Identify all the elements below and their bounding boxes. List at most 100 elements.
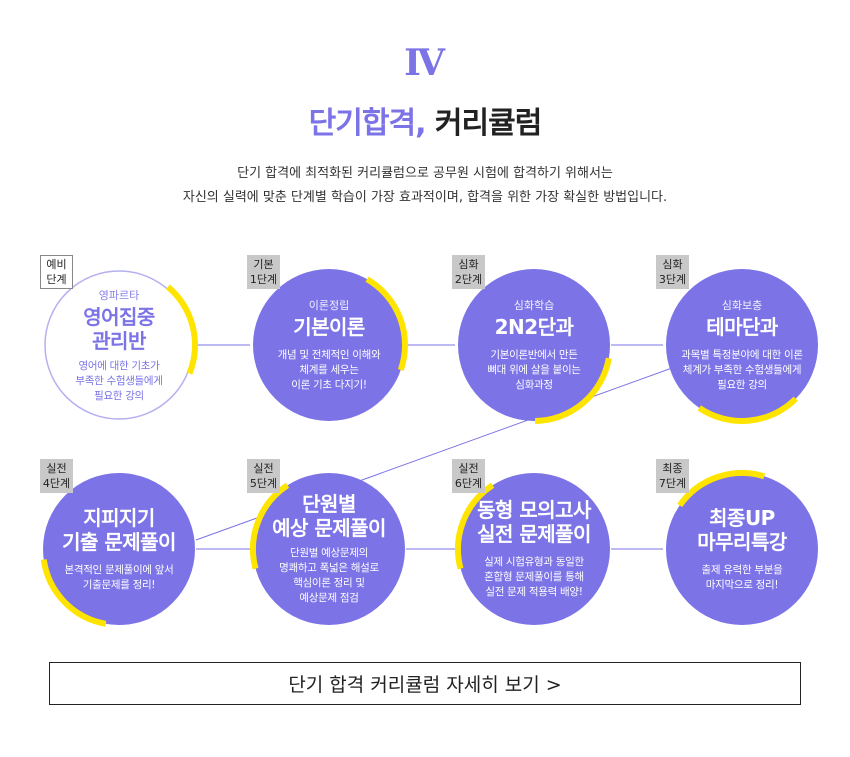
step-description-line: 체계를 세우는 [299,364,359,376]
step-description-line: 본격적인 문제풀이에 앞서 [64,563,174,576]
badge-line: 실전 [46,462,67,475]
ring-background [666,473,818,625]
step-description-line: 기출문제를 정리! [82,578,156,591]
badge-line: 실전 [253,462,274,475]
badge-line: 3단계 [658,273,687,286]
description-line: 단기 합격에 최적화된 커리큘럼으로 공무원 시험에 합격하기 위해서는 [237,166,613,181]
step-badge: 기본 1단계 [247,255,280,289]
ring-background [253,269,405,421]
step-card-6[interactable]: 동형 모의고사 실전 문제풀이 실제 시험유형과 동일한 혼합형 문제풀이를 통… [455,470,613,628]
step-card-3[interactable]: 심화보충 테마단과 과목별 특정분야에 대한 이론 체계가 부족한 수험생들에게… [663,266,821,424]
step-card-7[interactable]: 최종UP 마무리특강 출제 유력한 부분을 마지막으로 정리! [663,470,821,628]
step-title: 테마단과 [706,315,778,339]
step-description: 개념 및 전체적인 이해와 체계를 세우는 이론 기초 다지기! [278,348,381,393]
step-card-prep[interactable]: 영파르타 영어집중 관리반 영어에 대한 기초가 부족한 수험생들에게 필요한 … [40,266,198,424]
step-description-line: 체계가 부족한 수험생들에게 [682,364,802,376]
progress-ring [666,470,818,625]
step-subtitle: 이론정립 [308,299,350,312]
step-description-line: 혼합형 문제풀이를 통해 [484,571,584,583]
step-card-5[interactable]: 단원별 예상 문제풀이 단원별 예상문제의 명쾌하고 폭넓은 해설로 핵심이론 … [250,470,408,628]
step-subtitle: 심화학습 [513,299,555,312]
step-badge: 실전 5단계 [247,459,280,493]
step-description: 영어에 대한 기초가 부족한 수험생들에게 필요한 강의 [75,359,163,404]
ring-arc [365,276,408,371]
progress-ring [40,473,195,627]
step-content: 이론정립 기본이론 개념 및 전체적인 이해와 체계를 세우는 이론 기초 다지… [256,272,402,418]
step-badge: 실전 6단계 [452,459,485,493]
step-description-line: 심화과정 [515,379,553,391]
step-description-line: 뼈대 위에 살을 붙이는 [487,364,581,376]
badge-line: 예비 [46,258,67,271]
step-card-1[interactable]: 이론정립 기본이론 개념 및 전체적인 이해와 체계를 세우는 이론 기초 다지… [250,266,408,424]
badge-line: 5단계 [249,477,278,490]
progress-ring [666,269,818,424]
ring-arc [534,357,612,424]
step-card-4[interactable]: 지피지기 기출 문제풀이 본격적인 문제풀이에 앞서 기출문제를 정리! [40,470,198,628]
step-card-2[interactable]: 심화학습 2N2단과 기본이론반에서 만든 뼈대 위에 살을 붙이는 심화과정 [455,266,613,424]
badge-line: 기본 [253,258,274,271]
step-subtitle: 영파르타 [98,288,140,302]
step-content: 심화학습 2N2단과 기본이론반에서 만든 뼈대 위에 살을 붙이는 심화과정 [461,272,607,418]
step-description: 실제 시험유형과 동일한 혼합형 문제풀이를 통해 실전 문제 적용력 배양! [484,555,584,600]
step-description-line: 이론 기초 다지기! [291,379,367,391]
step-content: 영파르타 영어집중 관리반 영어에 대한 기초가 부족한 수험생들에게 필요한 … [46,272,192,418]
step-title-line2: 마무리특강 [697,529,787,554]
step-content: 동형 모의고사 실전 문제풀이 실제 시험유형과 동일한 혼합형 문제풀이를 통… [461,476,607,622]
step-description: 본격적인 문제풀이에 앞서 기출문제를 정리! [64,563,173,593]
step-description: 단원별 예상문제의 명쾌하고 폭넓은 해설로 핵심이론 정리 및 예상문제 점검 [279,546,379,606]
step-description-line: 부족한 수험생들에게 [75,374,163,387]
section-number: Ⅳ [404,42,446,84]
step-description-line: 단원별 예상문제의 [290,547,368,559]
step-badge: 심화 3단계 [656,255,689,289]
step-title-line2: 실전 문제풀이 [477,522,591,546]
step-content: 심화보충 테마단과 과목별 특정분야에 대한 이론 체계가 부족한 수험생들에게… [669,272,815,418]
step-title: 최종UP [709,505,775,530]
ring-background [253,473,405,625]
step-badge: 심화 2단계 [452,255,485,289]
ring-arc [677,470,766,508]
ring-background [458,269,610,421]
step-description-line: 실제 시험유형과 동일한 [484,556,584,568]
step-description-line: 명쾌하고 폭넓은 해설로 [279,562,379,574]
step-description: 과목별 특정분야에 대한 이론 체계가 부족한 수험생들에게 필요한 강의 [681,348,803,393]
curriculum-detail-button[interactable]: 단기 합격 커리큘럼 자세히 보기 > [49,662,801,705]
step-description-line: 실전 문제 적용력 배양! [485,586,583,598]
step-title-line2: 예상 문제풀이 [272,516,386,540]
step-description: 출제 유력한 부분을 마지막으로 정리! [702,563,783,593]
step-title: 영어집중 [83,304,155,329]
badge-line: 단계 [46,273,67,286]
step-content: 지피지기 기출 문제풀이 본격적인 문제풀이에 앞서 기출문제를 정리! [46,476,192,622]
ring-background [43,473,195,625]
badge-line: 1단계 [249,273,278,286]
step-description-line: 마지막으로 정리! [705,578,779,591]
step-subtitle: 심화보충 [721,299,763,312]
step-content: 최종UP 마무리특강 출제 유력한 부분을 마지막으로 정리! [669,476,815,622]
step-description-line: 핵심이론 정리 및 [293,577,365,589]
step-title: 동형 모의고사 [477,498,591,522]
ring-background [666,269,818,421]
badge-line: 심화 [458,258,479,271]
step-description-line: 과목별 특정분야에 대한 이론 [681,349,803,361]
ring-arc [40,559,107,627]
ring-arc [697,396,798,424]
badge-line: 심화 [662,258,683,271]
page-title: 단기합격, 커리큘럼 [0,98,850,142]
step-description-line: 영어에 대한 기초가 [78,359,160,372]
step-title-line2: 관리반 [92,328,146,353]
step-title: 지피지기 [83,505,155,530]
title-accent: 단기합격, [308,106,427,141]
step-description-line: 필요한 강의 [717,379,767,391]
ring-background [458,473,610,625]
step-description-line: 필요한 강의 [94,389,144,402]
step-title: 2N2단과 [494,315,574,339]
badge-line: 실전 [458,462,479,475]
step-description: 기본이론반에서 만든 뼈대 위에 살을 붙이는 심화과정 [487,348,581,393]
step-title: 기본이론 [293,315,365,339]
step-badge: 최종 7단계 [656,459,689,493]
step-badge: 실전 4단계 [40,459,73,493]
badge-line: 4단계 [42,477,71,490]
step-description-line: 개념 및 전체적인 이해와 [277,349,381,361]
step-description-line: 예상문제 점검 [299,592,359,604]
step-description-line: 기본이론반에서 만든 [490,349,578,361]
description: 단기 합격에 최적화된 커리큘럼으로 공무원 시험에 합격하기 위해서는 자신의… [0,162,850,210]
